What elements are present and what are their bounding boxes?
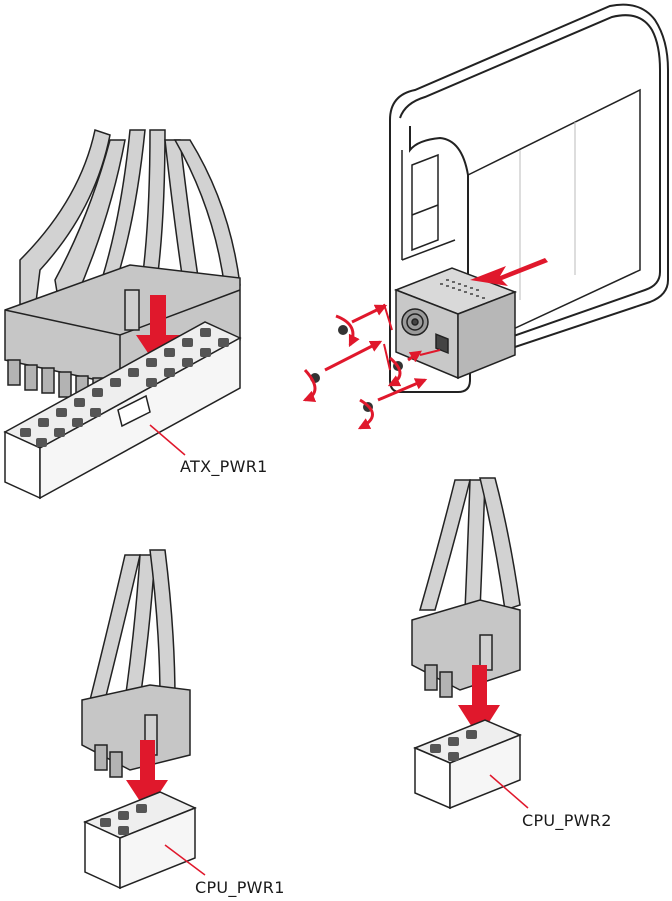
cpu-pwr2-cable [412,478,520,697]
cpu-pwr1-cable [82,550,190,777]
atx-label-leader [150,425,185,455]
cpu-pwr1-label: CPU_PWR1 [195,878,285,897]
cpu-pwr2-label: CPU_PWR2 [522,811,612,830]
cpu-pwr2-header [415,720,520,808]
cpu-pwr1-header [85,792,195,888]
atx-pwr1-label: ATX_PWR1 [180,457,268,476]
